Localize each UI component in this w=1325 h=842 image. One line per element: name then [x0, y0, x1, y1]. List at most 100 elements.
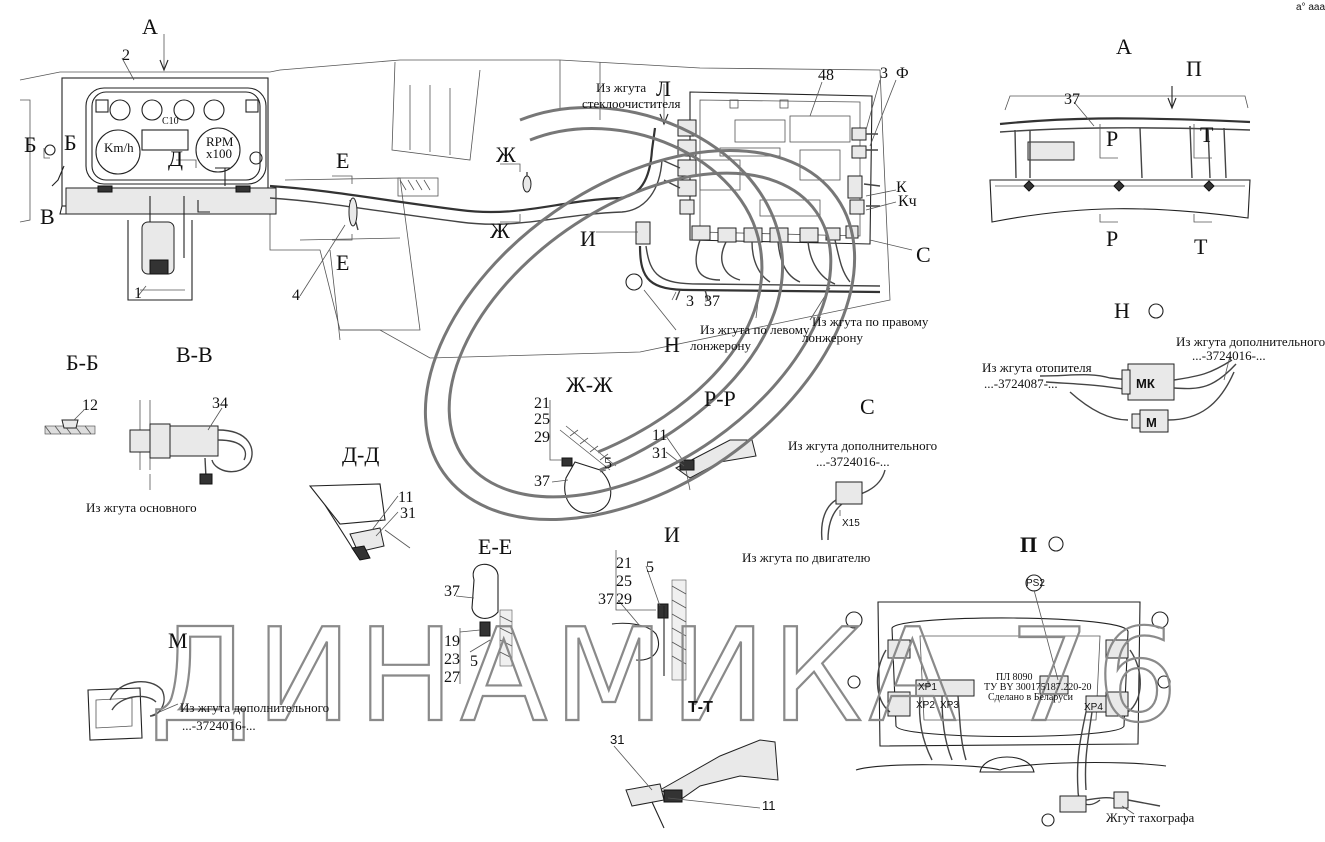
cab-outline — [19, 59, 891, 359]
note-wiper-1: Из жгута — [596, 80, 646, 95]
section-vv-title: В-В — [176, 342, 213, 367]
section-bb — [44, 409, 96, 435]
callout-zz-29: 29 — [534, 429, 550, 446]
watermark: ДИНАМИКА 76 — [149, 106, 1184, 752]
view-m-title: М — [168, 628, 188, 653]
gauge-c10-label: C10 — [162, 116, 179, 127]
tachometer-gauge-icon — [195, 127, 241, 173]
section-ee — [455, 563, 513, 684]
callout-2: 2 — [122, 47, 130, 64]
gauge-kmh-label: Km/h — [104, 140, 134, 155]
letter-t-2: Т — [1194, 234, 1208, 259]
dashboard-panel — [44, 77, 277, 301]
callout-34: 34 — [212, 395, 228, 412]
label-plate-2: ТУ BY 300175187.220-20 — [984, 682, 1092, 693]
note-heater-1: Из жгута отопителя — [982, 360, 1092, 375]
view-p-bottom — [845, 574, 1171, 827]
callout-ee-27: 27 — [444, 669, 460, 686]
gauge-rpm-label: RPM — [206, 134, 234, 149]
note-left-spar-2: лонжерону — [690, 338, 751, 353]
section-i — [611, 550, 687, 681]
section-zhzh-title: Ж-Ж — [566, 372, 613, 397]
view-s-title: С — [860, 394, 875, 419]
callout-i-5: 5 — [646, 559, 654, 576]
label-m: М — [1146, 415, 1157, 430]
callout-zz-21: 21 — [534, 395, 550, 412]
callout-3-bottom: 3 — [686, 293, 694, 310]
label-xp2: XP2 — [916, 700, 935, 711]
view-s — [820, 469, 886, 541]
label-ps2: PS2 — [1026, 578, 1045, 589]
callout-rr-11: 11 — [652, 427, 667, 444]
note-x15: X15 — [842, 518, 860, 529]
callout-i-25: 25 — [616, 573, 632, 590]
view-p-bottom-title: П — [1020, 532, 1037, 557]
gauge-x100-label: x100 — [206, 146, 232, 161]
letter-i: И — [580, 226, 596, 251]
rotate-view-icon — [1148, 303, 1164, 319]
callout-31-dd: 31 — [400, 505, 416, 522]
callout-i-37: 37 — [598, 591, 614, 608]
letter-e-2: Е — [336, 250, 349, 275]
note-add-s-2: ...-3724016-... — [816, 454, 890, 469]
callout-3-top: 3 — [880, 65, 888, 82]
section-bb-title: Б-Б — [66, 350, 99, 375]
view-m — [87, 681, 179, 741]
letter-zh-1: Ж — [496, 142, 516, 167]
callout-37-main: 37 — [704, 293, 720, 310]
watermark-text: ДИНАМИКА 76 — [150, 602, 1184, 751]
letter-v: В — [40, 204, 55, 229]
letter-k: К — [896, 179, 907, 196]
section-dd — [308, 483, 411, 561]
letter-b-2: Б — [64, 130, 77, 155]
section-ee-title: Е-Е — [478, 534, 512, 559]
callout-48: 48 — [818, 67, 834, 84]
rotate-view-p-icon — [1048, 536, 1064, 552]
callout-ee-37: 37 — [444, 583, 460, 600]
note-add-m-2: ...-3724016-... — [182, 718, 256, 733]
note-add-s-1: Из жгута дополнительного — [788, 438, 937, 453]
section-i-title: И — [664, 522, 680, 547]
section-vv — [129, 400, 253, 490]
label-xp4: XP4 — [1084, 702, 1103, 713]
letter-kch: Кч — [898, 193, 917, 210]
note-right-spar-1: Из жгута по правому — [812, 314, 929, 329]
section-dd-title: Д-Д — [342, 442, 379, 467]
letter-t-1: Т — [1200, 122, 1214, 147]
note-right-spar-2: лонжерону — [802, 330, 863, 345]
note-main-harness: Из жгута основного — [86, 500, 197, 515]
callout-tt-31: 31 — [610, 732, 624, 747]
letter-l: Л — [656, 76, 671, 101]
callout-ee-19: 19 — [444, 633, 460, 650]
letter-f: Ф — [896, 65, 909, 82]
label-mk: МК — [1136, 376, 1155, 391]
control-unit-48 — [659, 91, 881, 285]
label-xp1: XP1 — [918, 682, 937, 693]
callout-ee-23: 23 — [444, 651, 460, 668]
note-add-m-1: Из жгута дополнительного — [180, 700, 329, 715]
view-p-top-title: П — [1186, 56, 1202, 81]
callout-zz-5: 5 — [604, 455, 612, 472]
label-plate-3: Сделано в Беларуси — [988, 692, 1074, 703]
label-plate-1: ПЛ 8090 — [996, 672, 1033, 683]
section-tt-title: Т-Т — [688, 699, 713, 716]
letter-r-1: Р — [1106, 126, 1118, 151]
callout-1: 1 — [134, 285, 142, 302]
view-n — [1039, 355, 1237, 433]
callout-rr-31: 31 — [652, 445, 668, 462]
note-engine-harness: Из жгута по двигателю — [742, 550, 871, 565]
letter-s: С — [916, 242, 931, 267]
callout-37-view-a: 37 — [1064, 91, 1080, 108]
callout-11-dd: 11 — [398, 489, 413, 506]
leader-lines-main — [43, 34, 913, 331]
callout-i-21: 21 — [616, 555, 632, 572]
letter-e-1: Е — [336, 148, 349, 173]
note-wiper-2: стеклоочистителя — [582, 96, 681, 111]
harness-routing — [269, 127, 881, 301]
note-add-n-1: Из жгута дополнительного — [1176, 334, 1325, 349]
letter-n: Н — [664, 332, 680, 357]
section-zhzh — [549, 400, 617, 514]
section-rr-title: Р-Р — [704, 386, 736, 411]
labels: А А П Б-Б В-В Д-Д Ж-Ж Е-Е И Р-Р С Н М Т-… — [24, 2, 1325, 825]
